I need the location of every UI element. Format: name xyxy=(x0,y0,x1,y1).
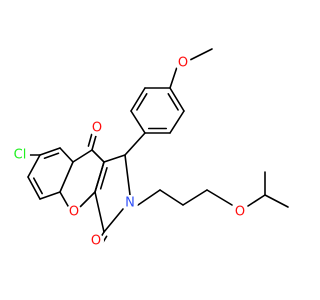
svg-text:O: O xyxy=(69,205,79,220)
bond-benzo-inner xyxy=(43,152,60,159)
bond-c9a-c3a-dbl-inner xyxy=(99,166,108,190)
bond-benzo xyxy=(39,191,61,200)
svg-text:Cl: Cl xyxy=(14,148,27,163)
bond-c3a-c3 xyxy=(94,191,105,233)
bond-c3-n xyxy=(103,208,124,233)
bond-c9a-c9 xyxy=(91,149,105,163)
svg-text:O: O xyxy=(92,121,102,136)
bonds xyxy=(27,48,289,247)
bond-benzo xyxy=(27,154,41,178)
atom-o-ketone: O xyxy=(89,120,105,136)
bond-benzo-inner xyxy=(32,177,43,195)
bond-o-aryl xyxy=(169,66,178,89)
bond-ch2-ch2b xyxy=(182,189,208,206)
bond-anisyl xyxy=(169,110,185,134)
bond-o-c4a xyxy=(59,191,69,207)
atom-o-methoxy: O xyxy=(175,55,191,71)
atom-o-ring: O xyxy=(66,204,82,220)
structure-canvas: O O O O O N Cl xyxy=(10,48,289,249)
svg-text:N: N xyxy=(125,196,135,211)
bond-o-ch xyxy=(247,194,266,207)
bond-c9-o-inner xyxy=(87,132,93,147)
atom-o-lactam: O xyxy=(88,233,104,249)
bond-benzo xyxy=(39,147,61,156)
bond-c9-c8a xyxy=(72,149,93,163)
atom-n: N xyxy=(122,195,138,211)
atom-labels: O O O O O N Cl xyxy=(10,55,248,249)
atom-cl: Cl xyxy=(10,145,30,165)
bond-ch2-o xyxy=(206,189,233,206)
bond-ch2-ch2 xyxy=(159,189,184,206)
bond-anisyl xyxy=(130,110,146,134)
bond-ch-me1 xyxy=(264,194,289,208)
bond-benzo xyxy=(27,176,41,200)
atom-o-ether: O xyxy=(232,204,248,220)
bond-c1-c9a xyxy=(103,154,126,163)
molecule-drawing: O O O O O N Cl xyxy=(10,48,289,249)
bond-c9a-c3a-dbl xyxy=(94,161,105,193)
bond-n-ch2 xyxy=(137,189,161,206)
bond-benzo xyxy=(59,147,74,163)
bond-aryl-c1 xyxy=(124,132,146,156)
bond-anisyl-inner xyxy=(167,92,179,111)
bond-c3a-o xyxy=(79,191,96,208)
bond-anisyl-inner xyxy=(136,92,148,111)
bond-c1-n xyxy=(124,154,131,196)
bond-benzo xyxy=(59,161,74,193)
bond-methyl-o xyxy=(189,48,213,61)
svg-text:O: O xyxy=(235,205,245,220)
bond-anisyl xyxy=(169,87,185,112)
svg-text:O: O xyxy=(91,234,101,249)
bond-anisyl xyxy=(130,87,146,112)
svg-text:O: O xyxy=(178,56,188,71)
